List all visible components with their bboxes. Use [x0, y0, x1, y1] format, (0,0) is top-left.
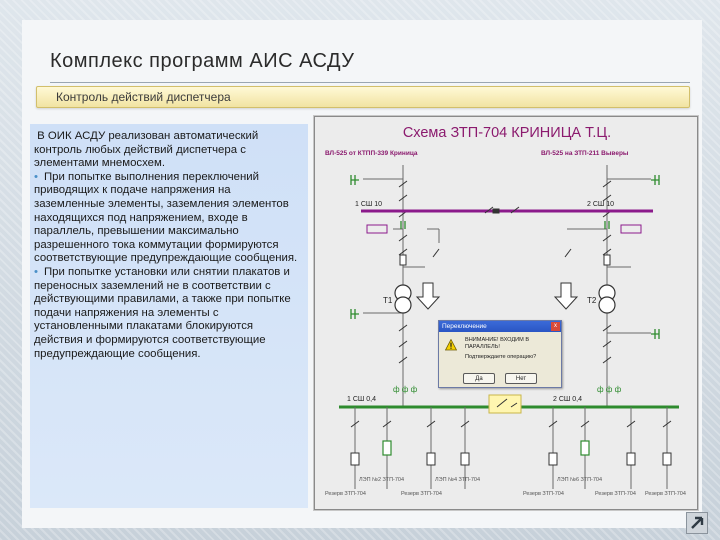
lv-section-switch-highlight	[488, 394, 522, 414]
hv-bus-left-label: 1 СШ 10	[355, 201, 382, 208]
lv-section-switch	[496, 398, 518, 408]
right-feeder-wiring	[567, 165, 651, 407]
grounding-markers	[350, 175, 660, 339]
dialog-close-icon[interactable]: x	[551, 322, 560, 331]
parallel-warning-dialog: Переключение x ВНИМАНИЕ! ВХОДИМ В ПАРАЛЛ…	[438, 320, 562, 388]
feeder-label: Резерв ЗТП-704	[595, 491, 636, 497]
lv-bus-left-label: 1 СШ 0,4	[347, 396, 376, 403]
feeder-label: Резерв ЗТП-704	[523, 491, 564, 497]
title-divider	[50, 82, 690, 83]
next-arrow-icon	[691, 516, 704, 529]
svg-text:ф ф ф: ф ф ф	[597, 385, 622, 394]
bullet-icon: •	[34, 265, 38, 278]
t1-arrow-icon	[415, 282, 441, 310]
feeder-label: Резерв ЗТП-704	[401, 491, 442, 497]
fuses	[399, 254, 611, 266]
lv-feeder-switches	[350, 420, 672, 428]
dialog-no-button[interactable]: Нет	[505, 373, 537, 384]
lv-outgoing-feeders	[354, 407, 668, 489]
diagram-title: Схема ЗТП-704 КРИНИЦА Т.Ц.	[403, 125, 611, 141]
intro-paragraph: В ОИК АСДУ реализован автоматический кон…	[34, 130, 259, 170]
bullet-item-1: •При попытке выполнения переключений при…	[34, 170, 298, 265]
subtitle-bar	[36, 86, 690, 108]
next-slide-button[interactable]	[686, 512, 708, 534]
diagram-canvas: Схема ЗТП-704 КРИНИЦА Т.Ц. ВЛ-525 от КТП…	[325, 125, 686, 497]
feeder-label: Резерв ЗТП-704	[645, 491, 686, 497]
hv-bus-right-label: 2 СШ 10	[587, 201, 614, 208]
svg-text:ф ф ф: ф ф ф	[393, 385, 418, 394]
slide-subtitle: Контроль действий диспетчера	[56, 90, 231, 104]
feeder-label: Резерв ЗТП-704	[325, 491, 366, 497]
dialog-title: Переключение	[442, 323, 487, 330]
switch-symbols	[398, 180, 612, 364]
feeder-label: ЛЭП №4 ЗТП-704	[435, 477, 480, 483]
transformer-t2	[598, 284, 616, 314]
dialog-yes-button[interactable]: Да	[463, 373, 495, 384]
dialog-title-bar[interactable]: Переключение	[439, 321, 561, 332]
feeder-bottom-labels: ЛЭП №2 ЗТП-704 ЛЭП №4 ЗТП-704 ЛЭП №6 ЗТП…	[325, 477, 686, 497]
substation-diagram: Схема ЗТП-704 КРИНИЦА Т.Ц. ВЛ-525 от КТП…	[314, 116, 698, 510]
lv-bus-right-label: 2 СШ 0,4	[553, 396, 582, 403]
bullet-item-2: •При попытке установки или снятии плакат…	[34, 265, 291, 360]
dialog-confirm-question: Подтверждаете операцию?	[465, 354, 537, 360]
bus-section-switch	[484, 206, 520, 214]
t1-label: T1	[383, 296, 393, 305]
dialog-warning-message: ВНИМАНИЕ! ВХОДИМ В ПАРАЛЛЕЛЬ!	[465, 337, 530, 350]
left-feeder-label: ВЛ-525 от КТПП-339 Криница	[325, 150, 418, 157]
phase-indicators: ф ф ф ф ф ф	[393, 385, 622, 394]
t2-label: T2	[587, 296, 597, 305]
lv-feeder-fuses	[382, 440, 590, 456]
lv-feeder-fuses-grey	[350, 452, 672, 466]
feeder-label: ЛЭП №6 ЗТП-704	[557, 477, 602, 483]
slide-title: Комплекс программ АИС АСДУ	[50, 50, 355, 72]
bullet-icon: •	[34, 170, 38, 183]
warning-icon	[445, 339, 457, 351]
feeder-label: ЛЭП №2 ЗТП-704	[359, 477, 404, 483]
grounding-plates	[366, 224, 642, 234]
transformer-t1	[394, 284, 412, 314]
description-text-box: В ОИК АСДУ реализован автоматический кон…	[30, 124, 308, 508]
right-feeder-label: ВЛ-525 на ЗТП-211 Выверы	[541, 150, 629, 157]
t2-arrow-icon	[553, 282, 579, 310]
